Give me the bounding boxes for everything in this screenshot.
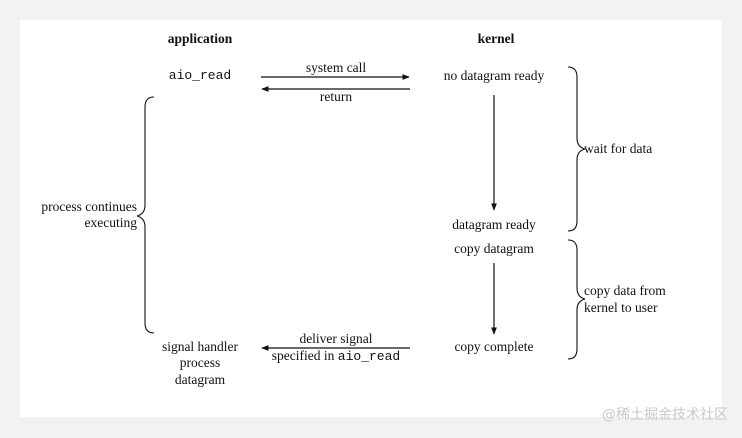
- wait-for-data-label: wait for data: [584, 141, 653, 156]
- signal-handler-line2: process: [179, 355, 221, 370]
- datagram-ready: datagram ready: [452, 217, 536, 232]
- wait-brace: [567, 66, 586, 232]
- copy-datagram: copy datagram: [454, 241, 534, 256]
- aio-read-call: aio_read: [168, 68, 232, 83]
- copy-complete: copy complete: [454, 339, 534, 354]
- return-label: return: [319, 89, 353, 104]
- process-continues-line2: executing: [84, 215, 137, 230]
- process-continues-line1: process continues: [41, 199, 137, 214]
- specified-in-code: aio_read: [337, 349, 401, 364]
- watermark: @稀土掘金技术社区: [602, 407, 728, 423]
- deliver-signal-label: deliver signal: [299, 331, 373, 346]
- specified-in-label: specified in aio_read: [256, 348, 416, 365]
- system-call-label: system call: [305, 60, 367, 75]
- specified-in-text: specified in: [271, 348, 335, 363]
- no-datagram-ready: no datagram ready: [443, 68, 545, 83]
- application-header: application: [167, 31, 233, 46]
- diagram-card: [20, 20, 722, 417]
- kernel-header: kernel: [477, 31, 515, 46]
- process-brace: [136, 96, 155, 334]
- copy-brace: [567, 239, 586, 360]
- copy-data-line2: kernel to user: [584, 300, 658, 315]
- copy-data-line1: copy data from: [584, 283, 666, 298]
- signal-handler-line3: datagram: [174, 372, 226, 387]
- signal-handler-line1: signal handler: [161, 339, 239, 354]
